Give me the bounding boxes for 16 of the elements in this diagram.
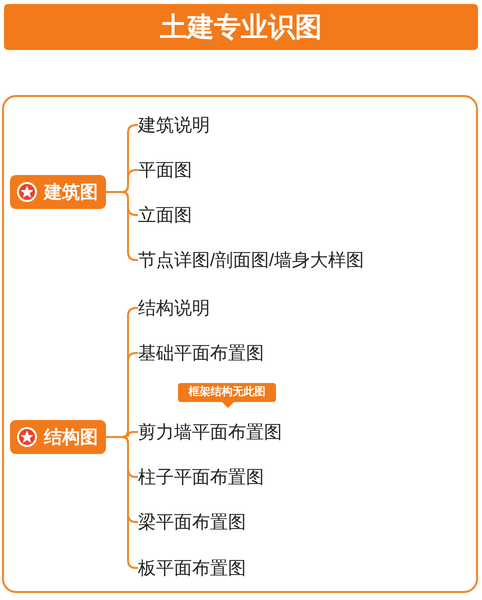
category-pill xyxy=(10,175,106,209)
title-banner: 土建专业识图 xyxy=(4,4,478,50)
item-label: 基础平面布置图 xyxy=(138,341,264,365)
item-label: 结构说明 xyxy=(138,296,210,320)
category-label: 建筑图 xyxy=(44,181,98,204)
category-pill xyxy=(10,420,106,454)
item-label: 节点详图/剖面图/墙身大样图 xyxy=(138,248,364,272)
item-label: 建筑说明 xyxy=(138,113,210,137)
callout-text: 框架结构无此图 xyxy=(187,384,266,400)
item-label: 平面图 xyxy=(138,158,192,182)
category-label: 结构图 xyxy=(44,426,98,449)
item-label: 立面图 xyxy=(138,203,192,227)
item-label: 梁平面布置图 xyxy=(138,510,246,534)
item-label: 板平面布置图 xyxy=(138,556,246,580)
item-label: 柱子平面布置图 xyxy=(138,465,264,489)
item-label: 剪力墙平面布置图 xyxy=(138,420,282,444)
